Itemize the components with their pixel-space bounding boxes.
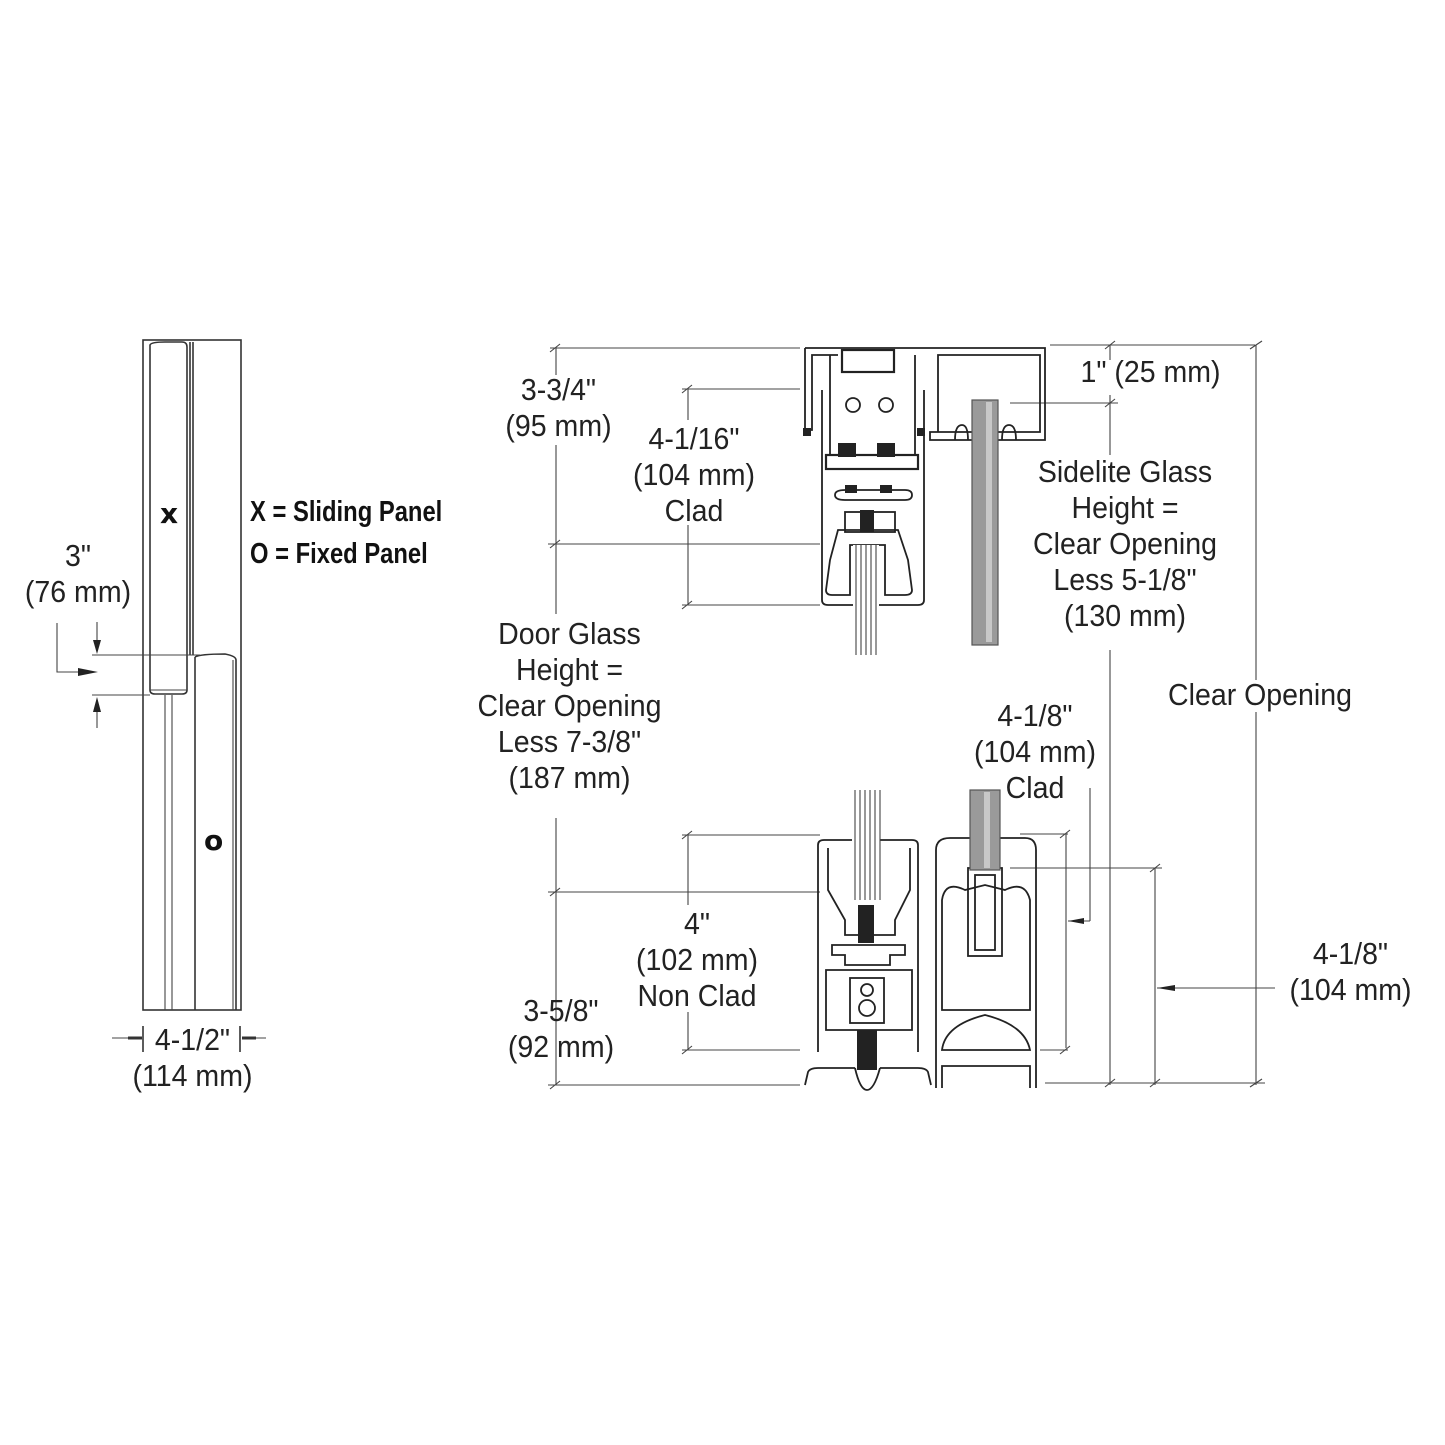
overlap-dimension: 3" (76 mm) (24, 538, 132, 609)
sidelite-clad-dimension: 4-1/8" (104 mm) Clad (973, 698, 1097, 805)
fixed-panel-mark: o (204, 824, 224, 857)
door-glass-bottom (852, 790, 881, 900)
dimension-lines (548, 340, 1275, 1090)
sill-bottom-dimension: 3-5/8" (92 mm) (507, 993, 615, 1064)
header-top-dimension: 3-3/4" (95 mm) (505, 372, 612, 443)
sill-nonclad-dimension: 4" (102 mm) Non Clad (635, 906, 759, 1013)
door-glass-note: Door Glass Height = Clear Opening Less 7… (477, 616, 662, 795)
sill-profile (804, 789, 1037, 1091)
sidelite-glass-bottom (969, 789, 1001, 871)
panel-elevation (56, 339, 266, 1052)
fixed-panel (194, 653, 237, 1010)
sidelite-glass-top (954, 399, 1017, 646)
sliding-panel-mark: x (160, 497, 179, 530)
sidelite-offset-dimension: 1" (25 mm) (1080, 354, 1221, 389)
frame-outline (142, 339, 242, 1011)
clear-opening-label: Clear Opening (1168, 677, 1352, 712)
header-clad-dimension: 4-1/16" (104 mm) Clad (632, 421, 756, 528)
sidelite-glass-note: Sidelite Glass Height = Clear Opening Le… (1033, 454, 1217, 633)
legend-fixed: O = Fixed Panel (250, 538, 428, 570)
header-profile (803, 347, 1046, 655)
door-glass-top (853, 545, 879, 655)
legend-sliding: X = Sliding Panel (250, 496, 443, 528)
sidelite-sill-dimension: 4-1/8" (104 mm) (1289, 936, 1412, 1007)
width-dimension: 4-1/2" (114 mm) (132, 1022, 253, 1093)
